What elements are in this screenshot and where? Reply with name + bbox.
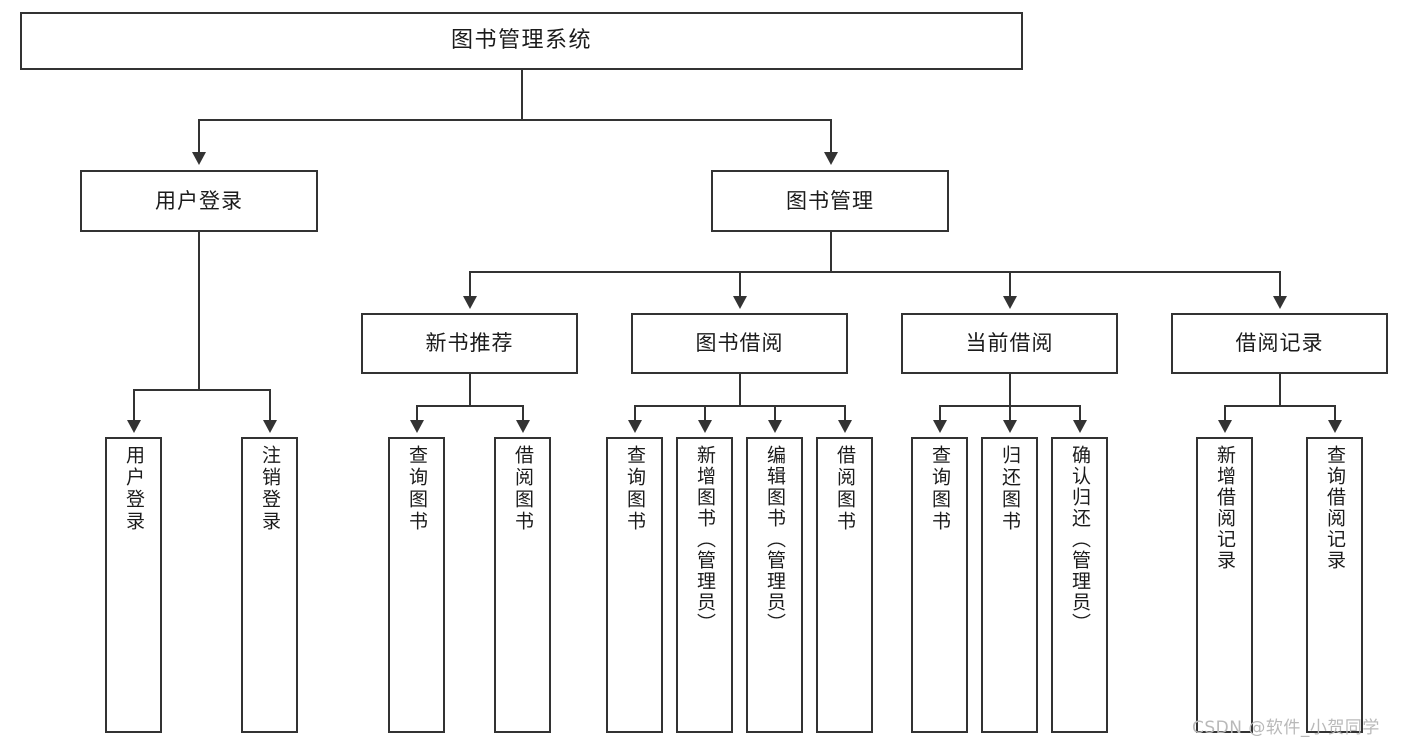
- arrowhead-icon-book-manage: [824, 152, 838, 165]
- node-leaf-query-book-1[interactable]: 查询图书: [388, 437, 445, 733]
- connector-bb-child-1: [634, 405, 636, 423]
- connector-current-borrow-stem: [1009, 374, 1011, 406]
- connector-book-borrow-stem: [739, 374, 741, 406]
- connector-to-new-book-recommend: [469, 271, 471, 299]
- connector-user-login-stem: [198, 232, 200, 390]
- node-user-login[interactable]: 用户登录: [80, 170, 318, 232]
- node-label: 查询图书: [929, 445, 951, 533]
- node-label: 图书管理: [786, 188, 874, 213]
- node-leaf-user-login[interactable]: 用户登录: [105, 437, 162, 733]
- arrowhead-icon-leaf-query-book-3: [933, 420, 947, 433]
- connector-nbr-child-2: [522, 405, 524, 423]
- node-leaf-return-book[interactable]: 归还图书: [981, 437, 1038, 733]
- arrowhead-icon-leaf-confirm-return: [1073, 420, 1087, 433]
- arrowhead-icon-leaf-borrow-book-2: [838, 420, 852, 433]
- node-leaf-add-book[interactable]: 新增图书（管理员）: [676, 437, 733, 733]
- node-root-system[interactable]: 图书管理系统: [20, 12, 1023, 70]
- connector-book-manage-bus: [469, 271, 1280, 273]
- connector-bb-child-3: [774, 405, 776, 423]
- connector-root-to-user-login: [198, 119, 200, 155]
- connector-book-borrow-bus: [634, 405, 846, 407]
- node-label: 确认归还（管理员）: [1069, 445, 1091, 634]
- connector-br-child-1: [1224, 405, 1226, 423]
- node-new-book-recommend[interactable]: 新书推荐: [361, 313, 578, 374]
- node-leaf-logout-login[interactable]: 注销登录: [241, 437, 298, 733]
- arrowhead-icon-leaf-logout-login: [263, 420, 277, 433]
- node-leaf-edit-book[interactable]: 编辑图书（管理员）: [746, 437, 803, 733]
- connector-br-child-2: [1334, 405, 1336, 423]
- connector-nbr-child-1: [416, 405, 418, 423]
- node-leaf-query-record[interactable]: 查询借阅记录: [1306, 437, 1363, 733]
- node-label: 查询图书: [624, 445, 646, 533]
- node-label: 新书推荐: [425, 331, 514, 356]
- arrowhead-icon-leaf-user-login: [127, 420, 141, 433]
- arrowhead-icon-leaf-borrow-book-1: [516, 420, 530, 433]
- arrowhead-icon-leaf-query-book-2: [628, 420, 642, 433]
- connector-borrow-record-stem: [1279, 374, 1281, 406]
- node-label: 用户登录: [123, 445, 145, 533]
- node-label: 归还图书: [999, 445, 1021, 533]
- arrowhead-icon-leaf-edit-book: [768, 420, 782, 433]
- connector-book-manage-stem: [830, 232, 832, 272]
- connector-bb-child-2: [704, 405, 706, 423]
- arrowhead-icon-leaf-query-record: [1328, 420, 1342, 433]
- arrowhead-icon-leaf-add-record: [1218, 420, 1232, 433]
- node-borrow-record[interactable]: 借阅记录: [1171, 313, 1388, 374]
- node-label: 新增图书（管理员）: [694, 445, 716, 634]
- connector-user-login-child-2: [269, 389, 271, 423]
- connector-root-stem: [521, 70, 523, 120]
- node-label: 查询图书: [406, 445, 428, 533]
- arrowhead-icon-current-borrow: [1003, 296, 1017, 309]
- connector-cb-child-1: [939, 405, 941, 423]
- arrowhead-icon-new-book-recommend: [463, 296, 477, 309]
- connector-cb-child-2: [1009, 405, 1011, 423]
- connector-user-login-child-1: [133, 389, 135, 423]
- arrowhead-icon-user-login: [192, 152, 206, 165]
- connector-root-to-book-manage: [830, 119, 832, 155]
- node-label: 查询借阅记录: [1324, 445, 1346, 571]
- connector-cb-child-3: [1079, 405, 1081, 423]
- node-label: 图书管理系统: [450, 28, 592, 54]
- node-leaf-query-book-3[interactable]: 查询图书: [911, 437, 968, 733]
- connector-bb-child-4: [844, 405, 846, 423]
- arrowhead-icon-leaf-add-book: [698, 420, 712, 433]
- arrowhead-icon-leaf-return-book: [1003, 420, 1017, 433]
- node-leaf-add-record[interactable]: 新增借阅记录: [1196, 437, 1253, 733]
- node-leaf-borrow-book-1[interactable]: 借阅图书: [494, 437, 551, 733]
- arrowhead-icon-borrow-record: [1273, 296, 1287, 309]
- node-label: 借阅记录: [1235, 331, 1324, 356]
- connector-to-borrow-record: [1279, 271, 1281, 299]
- node-label: 用户登录: [155, 188, 243, 213]
- node-leaf-borrow-book-2[interactable]: 借阅图书: [816, 437, 873, 733]
- node-label: 新增借阅记录: [1214, 445, 1236, 571]
- connector-user-login-bus: [133, 389, 270, 391]
- connector-new-book-recommend-bus: [416, 405, 524, 407]
- node-book-manage[interactable]: 图书管理: [711, 170, 949, 232]
- node-current-borrow[interactable]: 当前借阅: [901, 313, 1118, 374]
- connector-root-bus: [198, 119, 832, 121]
- node-label: 借阅图书: [512, 445, 534, 533]
- node-book-borrow[interactable]: 图书借阅: [631, 313, 848, 374]
- node-leaf-confirm-return[interactable]: 确认归还（管理员）: [1051, 437, 1108, 733]
- node-label: 借阅图书: [834, 445, 856, 533]
- arrowhead-icon-book-borrow: [733, 296, 747, 309]
- connector-new-book-recommend-stem: [469, 374, 471, 406]
- node-label: 注销登录: [259, 445, 281, 533]
- arrowhead-icon-leaf-query-book-1: [410, 420, 424, 433]
- node-label: 编辑图书（管理员）: [764, 445, 786, 634]
- connector-to-current-borrow: [1009, 271, 1011, 299]
- connector-to-book-borrow: [739, 271, 741, 299]
- connector-borrow-record-bus: [1224, 405, 1336, 407]
- node-label: 图书借阅: [695, 331, 784, 356]
- node-label: 当前借阅: [965, 331, 1054, 356]
- node-leaf-query-book-2[interactable]: 查询图书: [606, 437, 663, 733]
